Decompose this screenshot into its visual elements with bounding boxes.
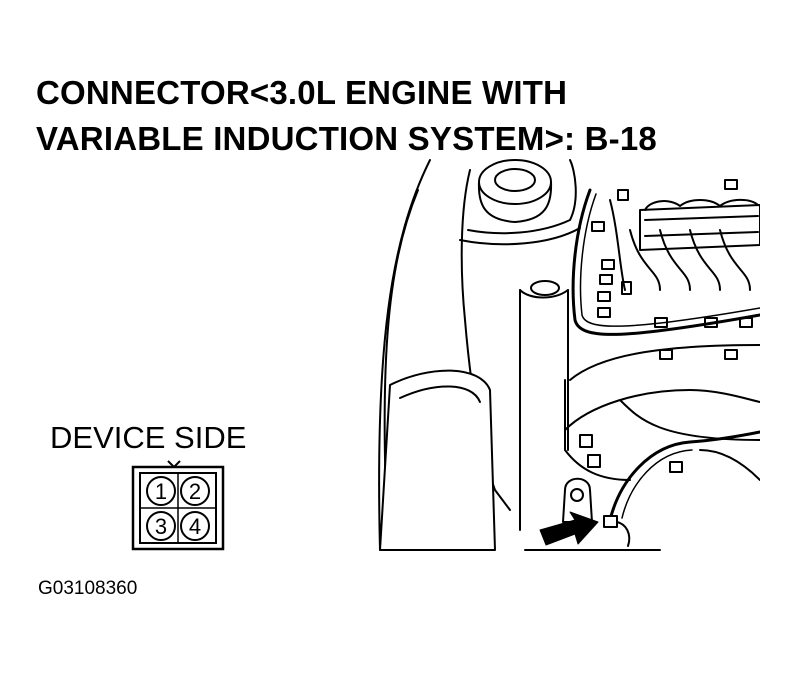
pin-4-label: 4 bbox=[189, 514, 201, 539]
device-side-label: DEVICE SIDE bbox=[50, 420, 247, 455]
engine-bay-illustration bbox=[378, 159, 760, 551]
pin-3 bbox=[146, 511, 176, 541]
pin-1-label: 1 bbox=[155, 479, 167, 504]
figure-code: G03108360 bbox=[38, 578, 138, 599]
pin-4 bbox=[180, 511, 210, 541]
pin-3-label: 3 bbox=[155, 514, 167, 539]
pin-1 bbox=[146, 476, 176, 506]
title-line-1: CONNECTOR<3.0L ENGINE WITH bbox=[36, 74, 568, 111]
pointer-arrow-icon bbox=[539, 511, 599, 546]
pin-2-label: 2 bbox=[189, 479, 201, 504]
pin-2 bbox=[180, 476, 210, 506]
diagram-title: CONNECTOR<3.0L ENGINE WITH VARIABLE INDU… bbox=[36, 70, 756, 162]
title-line-2: VARIABLE INDUCTION SYSTEM>: B-18 bbox=[36, 120, 657, 157]
connector-face-icon: 1 2 3 4 bbox=[131, 460, 225, 551]
